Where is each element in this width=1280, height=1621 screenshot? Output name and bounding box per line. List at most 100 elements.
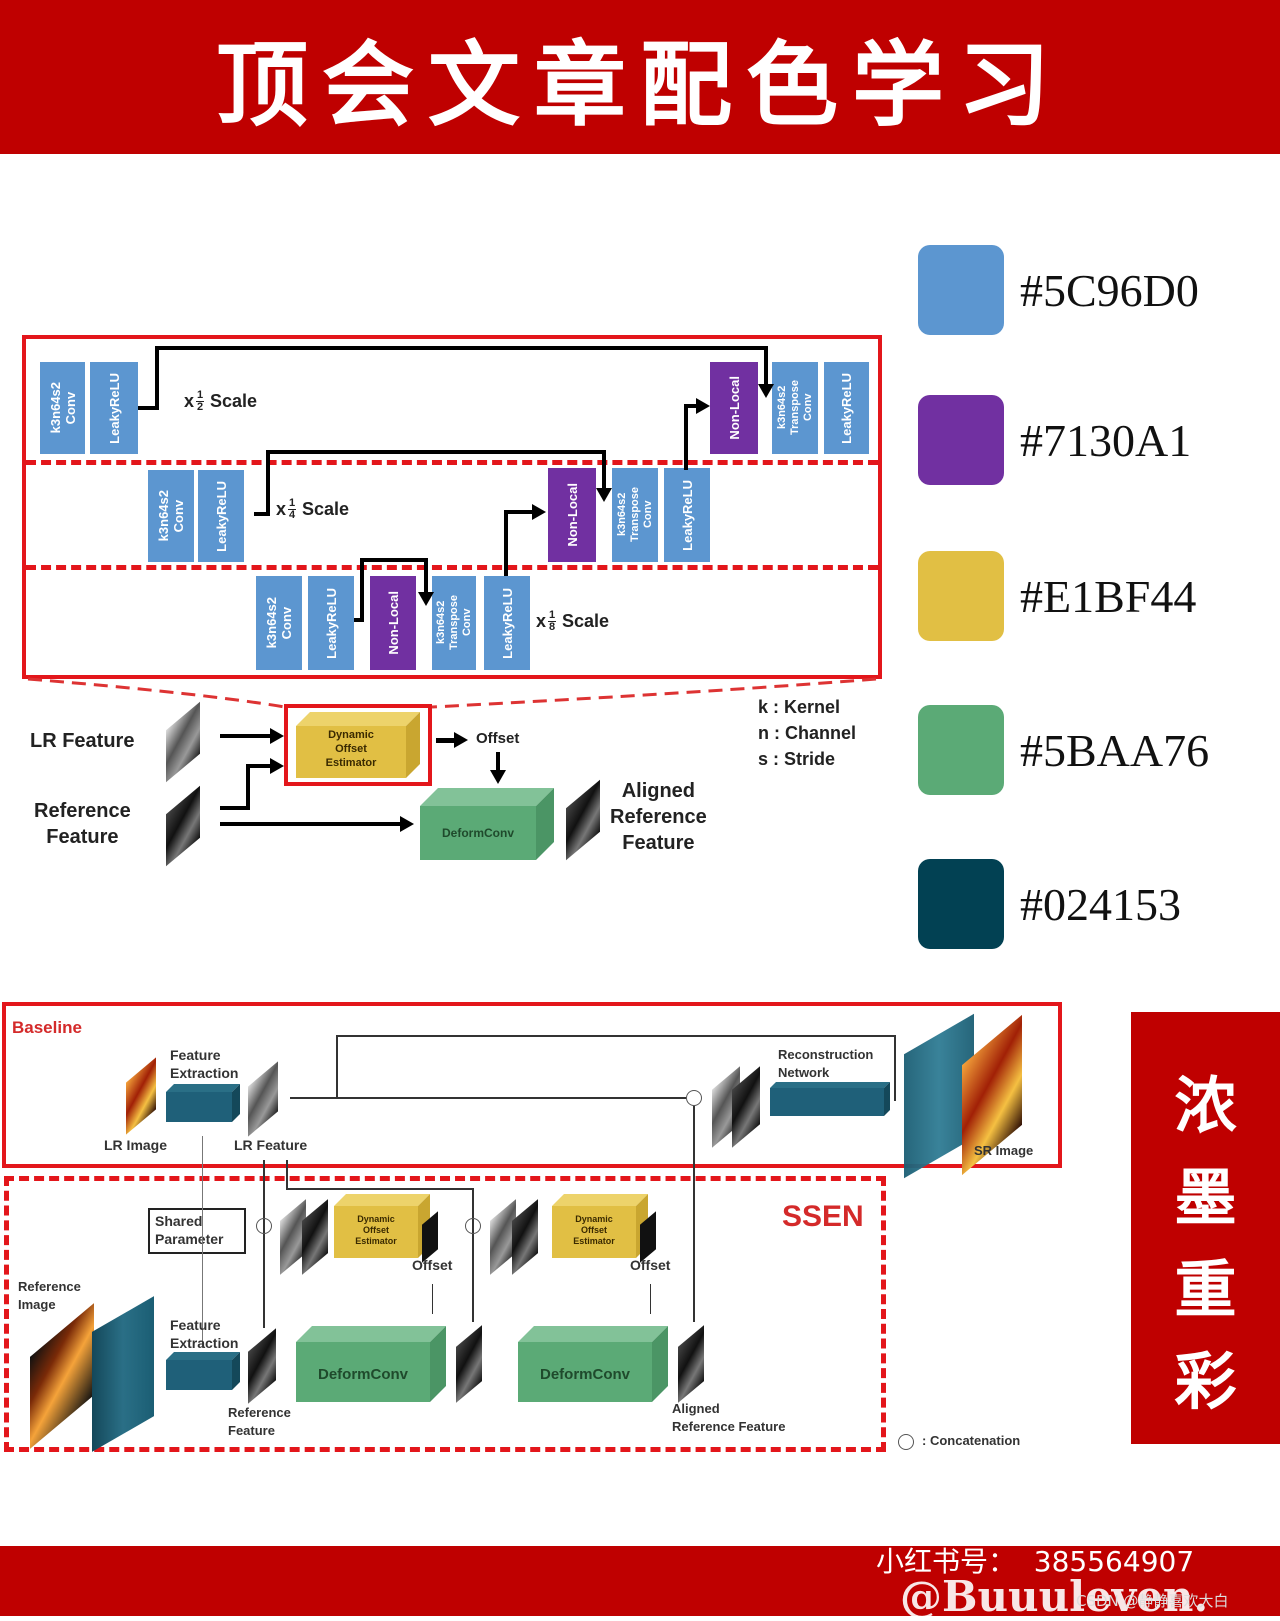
color-hex-label: #024153 (1020, 878, 1181, 930)
feature-extraction-label: Feature Extraction (170, 1317, 239, 1351)
upsample-connection (684, 404, 698, 408)
feature-extraction-label: Feature Extraction (170, 1047, 239, 1081)
dynamic-offset-estimator-highlight (284, 704, 432, 786)
palette-item: #E1BF44 (918, 550, 1258, 642)
side-banner-text: 浓 墨 重 彩 (1174, 1069, 1237, 1418)
skip-connection (155, 346, 767, 350)
baseline-label: Baseline (12, 1018, 82, 1037)
arrow-line (220, 822, 404, 826)
concatenation-icon (465, 1218, 481, 1234)
skip-connection (254, 512, 270, 516)
palette-item: #024153 (918, 858, 1258, 950)
transpose-conv-block: k3n64s2 Transpose Conv (772, 362, 818, 454)
offset-label: Offset (476, 730, 520, 747)
skip-connection (266, 450, 270, 516)
skip-connection (155, 346, 159, 410)
shared-parameter-label: Shared Parameter (155, 1213, 224, 1247)
skip-connection (602, 450, 606, 490)
csdn-watermark: CSDN @静静喜欢大白 (1076, 1592, 1229, 1610)
arrow-line (220, 734, 272, 738)
dynamic-offset-estimator-block: Dynamic Offset Estimator (552, 1194, 648, 1258)
connector-line (336, 1035, 896, 1037)
leakyrelu-block: LeakyReLU (484, 576, 530, 670)
nonlocal-block: Non-Local (710, 362, 758, 454)
feature-map-image (166, 785, 200, 867)
aligned-reference-feature-label: Aligned Reference Feature (610, 780, 707, 854)
shared-parameter-box (148, 1208, 246, 1254)
aligned-feature-image (566, 779, 600, 861)
side-banner (1131, 1012, 1280, 1444)
connector-line (336, 1035, 338, 1099)
leakyrelu-block: LeakyReLU (824, 362, 869, 454)
nonlocal-block: Non-Local (548, 468, 596, 562)
arrow-icon (596, 488, 612, 502)
deformconv-block: DeformConv (420, 788, 554, 860)
skip-connection (360, 558, 428, 562)
skip-connection (354, 618, 364, 622)
transpose-conv-block: k3n64s2 Transpose Conv (612, 468, 658, 562)
conv-block: k3n64s2 Conv (256, 576, 302, 670)
color-swatch (918, 859, 1004, 949)
arrow-icon (758, 384, 774, 398)
concatenation-icon (686, 1090, 702, 1106)
lr-feature-label: LR Feature (234, 1137, 308, 1153)
concatenation-legend: : Concatenation (922, 1433, 1021, 1448)
conv-block: k3n64s2 Conv (148, 470, 194, 562)
arrow-line (220, 806, 250, 810)
concatenation-icon (898, 1434, 914, 1450)
aligned-reference-feature-label: Aligned Reference Feature (672, 1401, 786, 1434)
feature-extraction-block (166, 1084, 240, 1122)
color-swatch (918, 551, 1004, 641)
leakyrelu-block: LeakyReLU (90, 362, 138, 454)
upsample-connection (504, 510, 508, 576)
row-divider (26, 460, 878, 465)
page-title: 顶会文章配色学习 (215, 30, 1064, 139)
arrow-icon (270, 758, 284, 774)
arrow-icon (400, 816, 414, 832)
skip-connection (138, 406, 158, 410)
color-swatch (918, 705, 1004, 795)
reconstruction-network-label: Reconstruction Network (778, 1047, 874, 1080)
upsample-connection (504, 510, 534, 514)
leakyrelu-block: LeakyReLU (198, 470, 244, 562)
arrow-line (246, 764, 250, 810)
skip-connection (764, 346, 768, 386)
reconstruction-network-block (770, 1082, 890, 1116)
reference-feature-label: Reference Feature (228, 1405, 291, 1438)
arrow-icon (418, 592, 434, 606)
color-hex-label: #5C96D0 (1020, 264, 1199, 316)
connector-line (894, 1035, 896, 1101)
connector-line (286, 1188, 474, 1190)
account-number: 小红书号： 385564907 (876, 1545, 1195, 1578)
leakyrelu-block: LeakyReLU (664, 468, 710, 562)
connector-line (286, 1160, 288, 1190)
multi-scale-frame (22, 335, 882, 679)
ssen-frame (4, 1176, 886, 1452)
skip-connection (266, 450, 606, 454)
connector-line (290, 1097, 686, 1099)
baseline-frame (2, 1002, 1062, 1168)
arrow-line (436, 738, 456, 743)
offset-label: Offset (412, 1257, 453, 1273)
deformconv-block: DeformConv (296, 1326, 446, 1402)
offset-arrow (650, 1284, 651, 1314)
color-hex-label: #5BAA76 (1020, 724, 1210, 776)
row-divider (26, 565, 878, 570)
offset-label: Offset (630, 1257, 671, 1273)
deformconv-block: DeformConv (518, 1326, 668, 1402)
concatenation-icon (256, 1218, 272, 1234)
zoom-wedge (27, 677, 877, 709)
arrow-icon (454, 732, 468, 748)
connector-line (263, 1160, 265, 1328)
dynamic-offset-estimator-block: Dynamic Offset Estimator (334, 1194, 430, 1258)
lr-image-label: LR Image (104, 1137, 168, 1153)
arrow-line (246, 764, 272, 768)
skip-connection (424, 558, 428, 594)
color-hex-label: #7130A1 (1020, 414, 1192, 466)
conv-block: k3n64s2 Conv (40, 362, 85, 454)
reference-feature-label: Reference Feature (34, 800, 131, 848)
author-handle: @Buuuleven. (900, 1572, 1209, 1621)
abbreviation-legend: k : Kernel n : Channel s : Stride (758, 697, 856, 769)
